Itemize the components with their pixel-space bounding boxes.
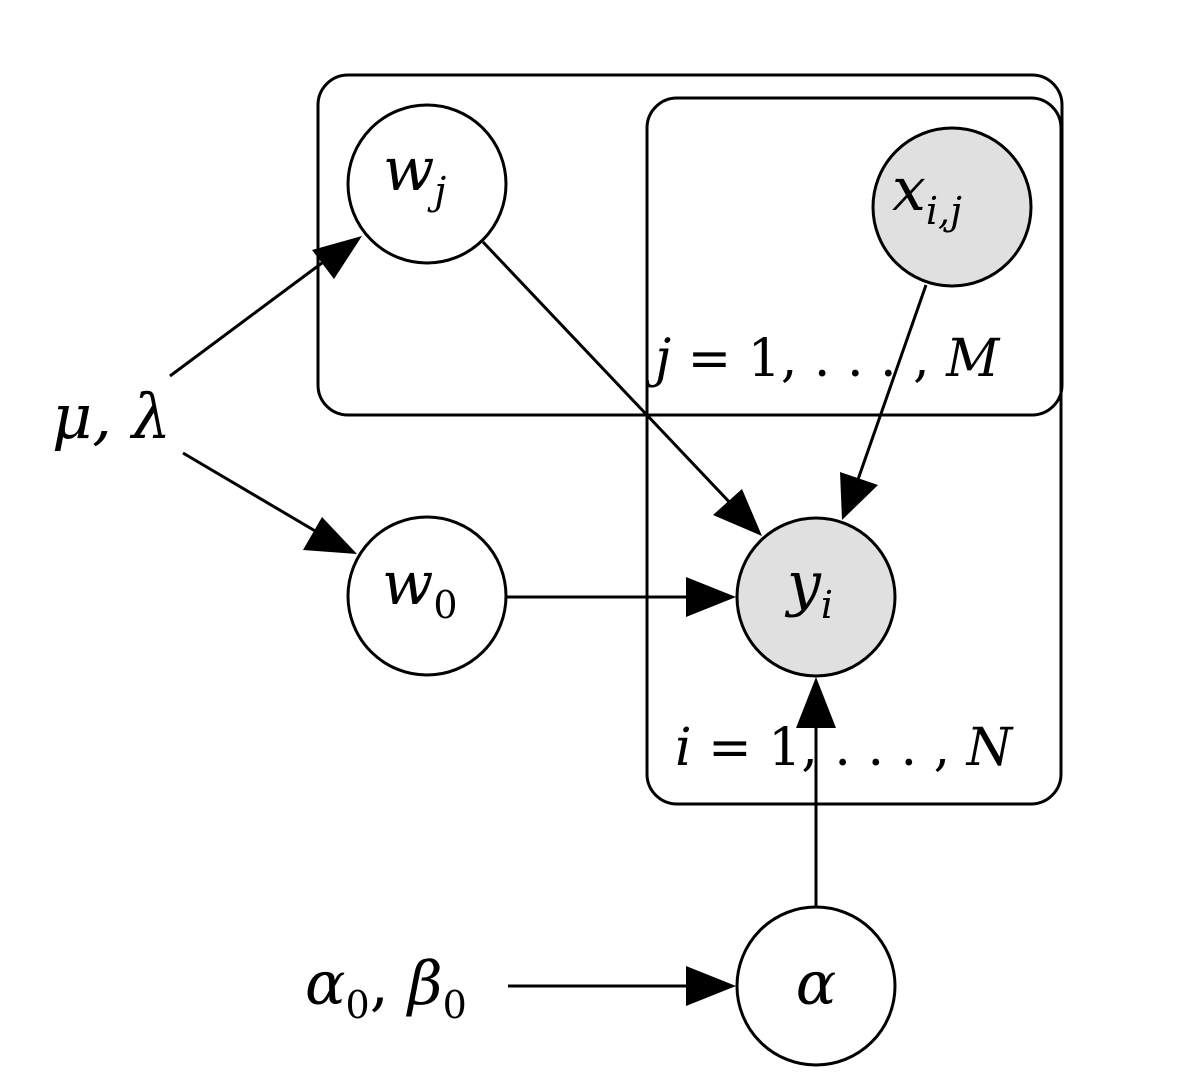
plate-j-label-bound: M [945,329,1001,389]
arrowhead-yi-from-xij [840,472,878,520]
node-x-ij-label: xi,j [892,155,962,233]
node-alpha [735,905,897,1067]
arrowhead-yi-from-wj [713,489,762,536]
arrowhead-yi-from-w0 [686,577,736,617]
arrowhead-alpha [686,966,736,1006]
hyperparameter-alpha0-beta0: α0, β0 [305,949,467,1027]
edge-mu-lambda-to-w0 [182,451,323,537]
node-y-i-label: yi [784,549,833,627]
node-y-i-base: y [784,549,822,619]
node-y-i-sub: i [821,583,833,627]
node-x-ij [871,126,1033,288]
node-w-j-label: wj [383,135,446,213]
hyper-alpha-sub: 0 [346,983,370,1027]
arrowhead-wj [312,236,362,279]
plate-j-label: j = 1, . . . , M [645,329,1001,389]
arrowhead-yi-from-alpha [796,677,836,728]
hyper-beta-base: β [406,949,443,1019]
node-w-j-base: w [383,135,434,205]
arrowhead-w0 [303,517,357,554]
plate-j-label-var: j [645,329,671,389]
plate-i-label: i = 1, . . . , N [675,718,1014,778]
hyper-alpha-base: α [305,949,346,1019]
node-w-0-base: w [382,549,433,619]
plate-j-label-range: = 1, . . . , [671,329,946,389]
hyperparameter-mu-lambda: μ, λ [52,380,171,453]
hyper-beta-sub: 0 [443,983,467,1027]
node-w-0-label: w0 [382,549,458,627]
node-w-j [346,103,508,265]
edge-xij-to-yi [853,284,928,489]
plate-i-label-var: i [675,718,692,778]
node-x-ij-base: x [892,155,926,225]
plate-i-label-bound: N [965,718,1014,778]
node-w-0 [346,515,508,677]
edge-wj-to-yi [481,240,736,509]
node-x-ij-sub: i,j [926,189,962,233]
edge-mu-lambda-to-wj [169,255,331,378]
plate-i [645,96,1063,806]
node-y-i [735,516,897,678]
hyper-sep: , [370,949,408,1019]
node-alpha-label: α [796,949,837,1019]
node-w-0-sub: 0 [433,583,457,627]
